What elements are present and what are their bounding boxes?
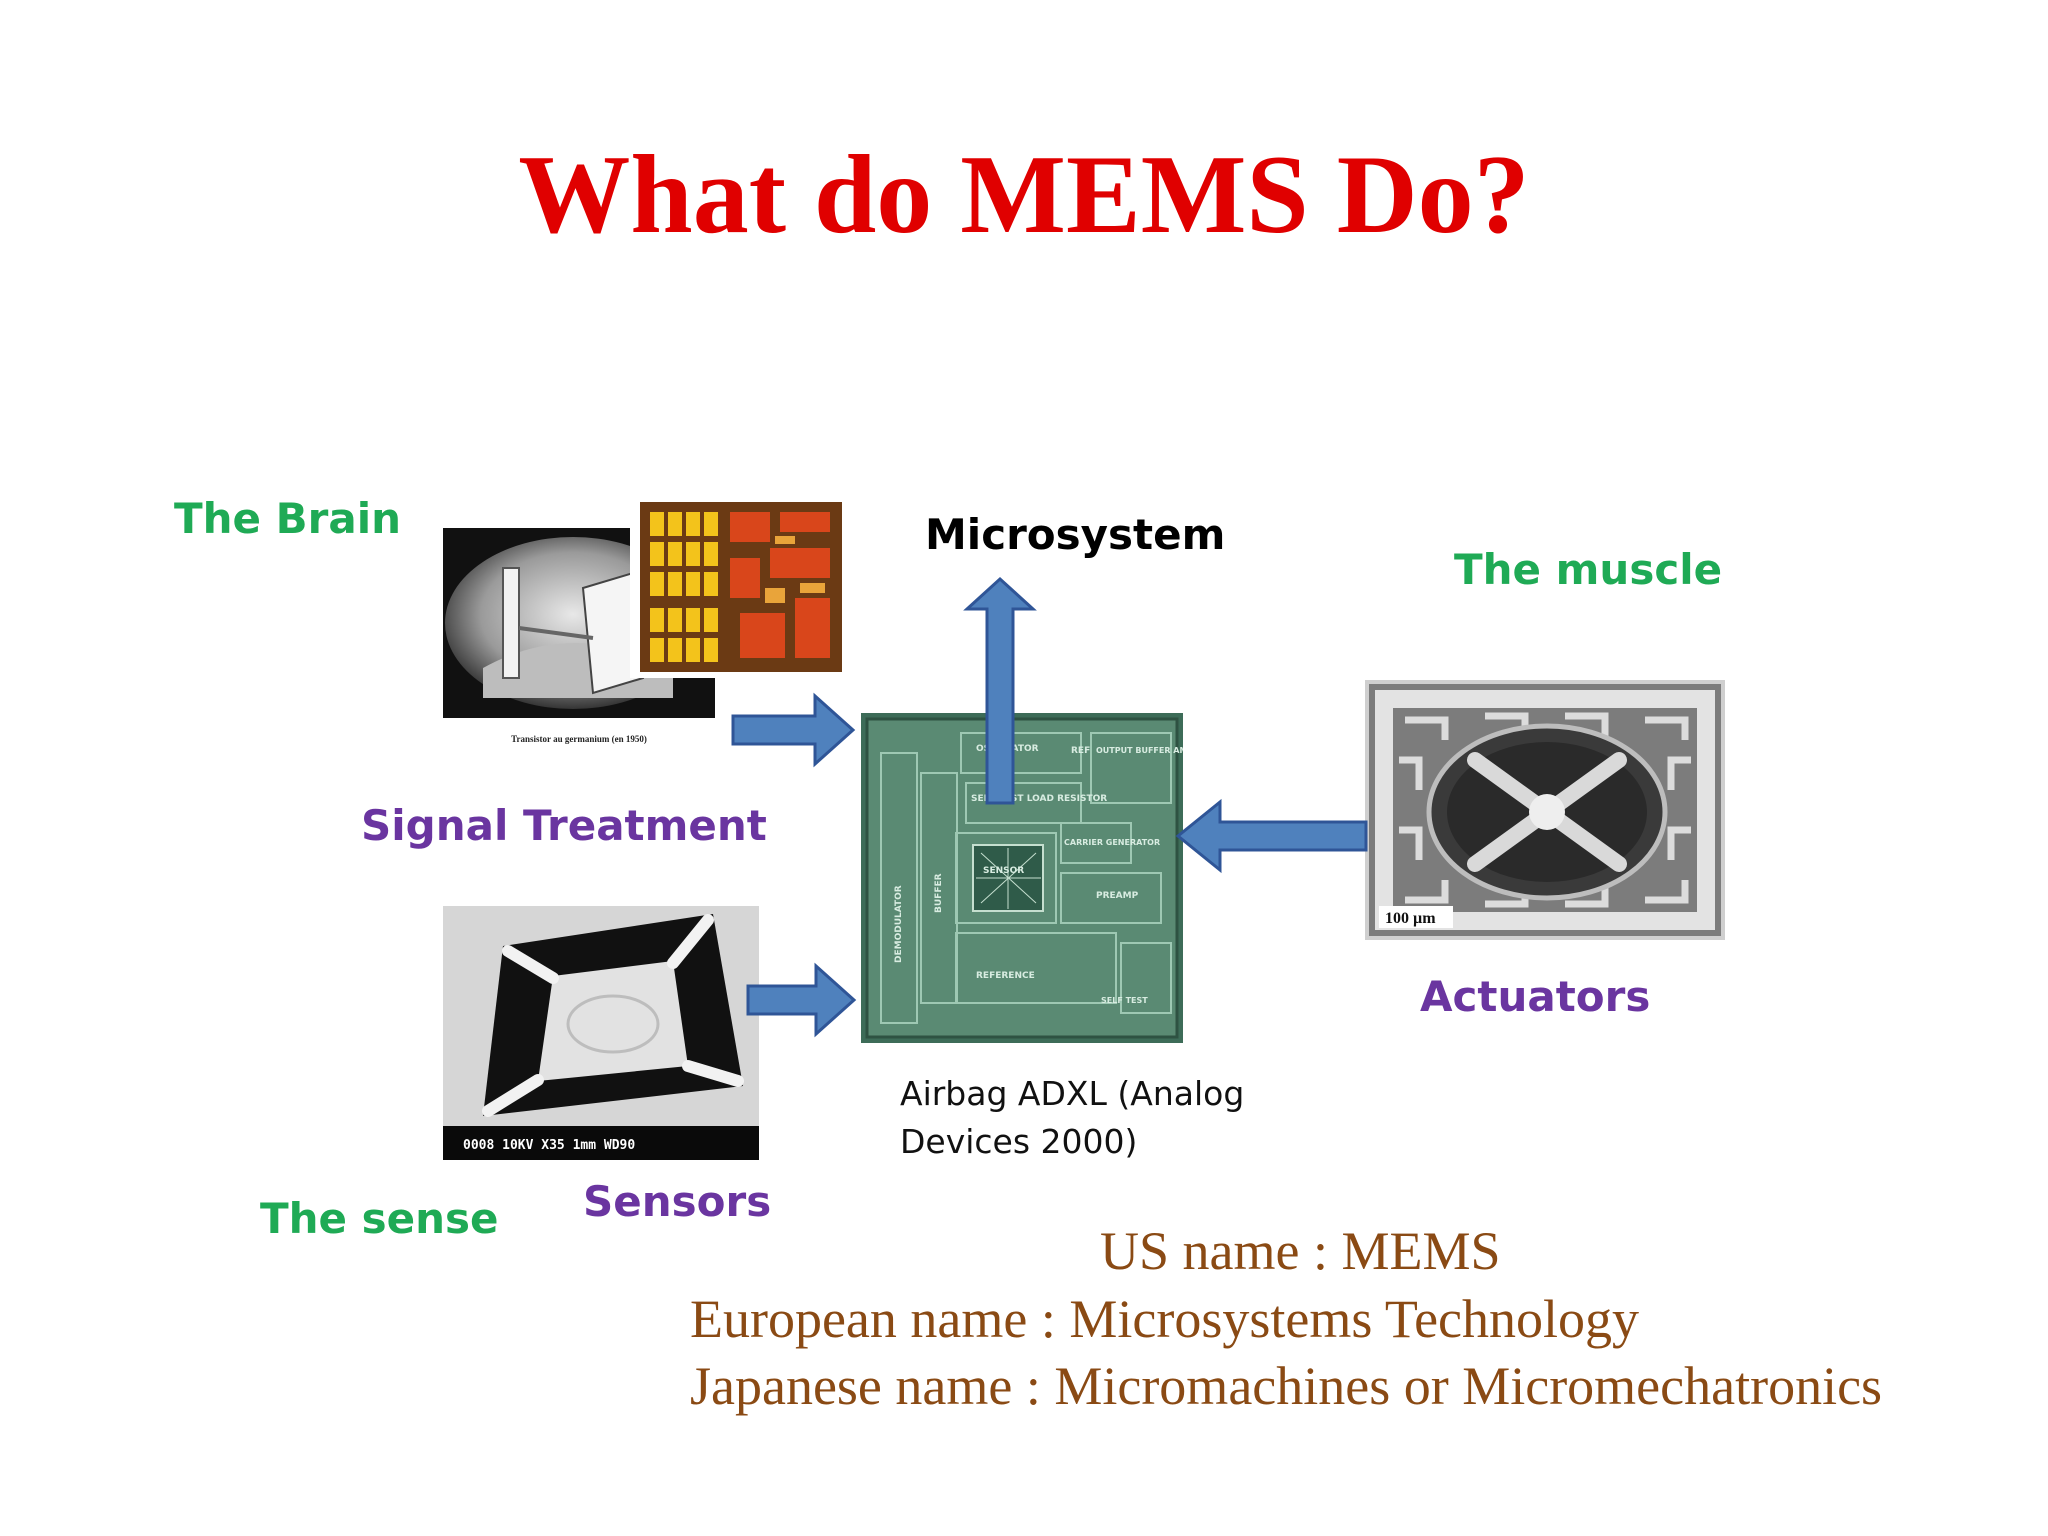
chip-label-self-test-load: SELF TEST LOAD RESISTOR [971, 794, 1107, 804]
japanese-name: Japanese name : Micromachines or Microme… [690, 1356, 1883, 1416]
transistor-caption: Transistor au germanium (en 1950) [511, 734, 647, 744]
chip-label-buffer: BUFFER [934, 873, 944, 913]
european-name: European name : Microsystems Technology [690, 1289, 1640, 1349]
chip-label-sensor: SENSOR [983, 866, 1024, 876]
label-sensors: Sensors [583, 1177, 772, 1226]
arrow-sensor-to-chip [746, 962, 857, 1038]
label-microsystem: Microsystem [925, 510, 1226, 559]
arrow-chip-to-microsystem [963, 576, 1037, 805]
chip-caption: Airbag ADXL (Analog Devices 2000) [900, 1070, 1244, 1166]
label-the-muscle: The muscle [1454, 545, 1723, 594]
chip-caption-line-2: Devices 2000) [900, 1122, 1138, 1161]
adxl-chip-photo: OSCILLATOR SELF TEST LOAD RESISTOR REF O… [861, 713, 1183, 1043]
chip-label-ref: REF [1071, 746, 1090, 756]
sem-readout: 0008 10KV X35 1mm WD90 [463, 1138, 635, 1153]
chip-label-demodulator: DEMODULATOR [894, 885, 904, 963]
processor-die-photo [630, 498, 848, 678]
arrow-brain-to-chip [731, 692, 856, 768]
chip-label-output-buffer: OUTPUT BUFFER AMP [1096, 746, 1183, 755]
chip-label-carrier-generator: CARRIER GENERATOR [1064, 838, 1160, 847]
chip-caption-line-1: Airbag ADXL (Analog [900, 1074, 1245, 1113]
chip-label-self-test: SELF TEST [1101, 996, 1148, 1005]
actuator-micromotor-photo: 100 µm [1365, 680, 1725, 940]
label-actuators: Actuators [1420, 972, 1651, 1021]
scale-bar-label: 100 µm [1385, 910, 1436, 927]
label-the-sense: The sense [260, 1194, 499, 1243]
us-name: US name : MEMS [1100, 1221, 1501, 1281]
label-signal-treatment: Signal Treatment [361, 801, 767, 850]
arrow-actuator-to-chip [1175, 798, 1368, 874]
chip-label-reference: REFERENCE [976, 971, 1035, 981]
slide-title: What do MEMS Do? [518, 133, 1530, 257]
chip-label-preamp: PREAMP [1096, 891, 1139, 901]
label-the-brain: The Brain [174, 494, 402, 543]
sensor-sem-photo: 0008 10KV X35 1mm WD90 [443, 906, 759, 1160]
